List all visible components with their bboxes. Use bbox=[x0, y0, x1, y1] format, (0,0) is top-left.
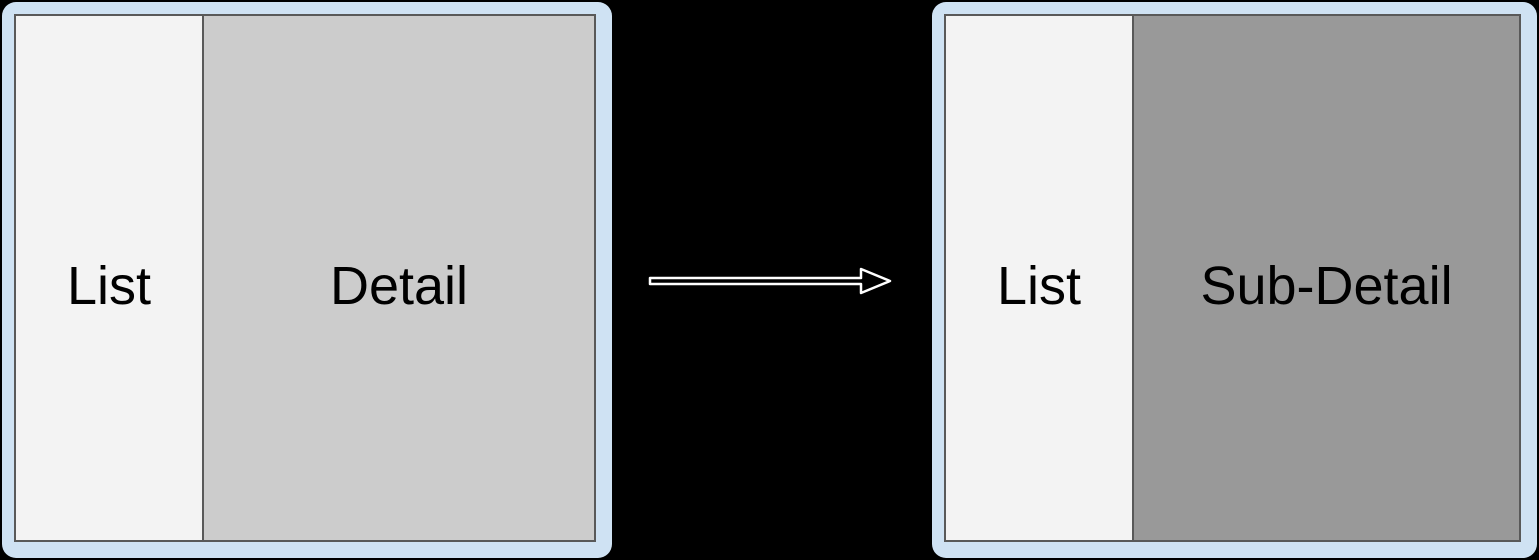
list-pane-before: List bbox=[16, 16, 204, 540]
detail-pane-before: Detail bbox=[204, 16, 594, 540]
list-pane-after: List bbox=[946, 16, 1134, 540]
panel-before-content: List Detail bbox=[14, 14, 596, 542]
transition-arrow bbox=[645, 253, 895, 309]
detail-label-before: Detail bbox=[329, 256, 469, 316]
panel-after: List Sub-Detail bbox=[932, 2, 1537, 558]
sub-detail-pane-after: Sub-Detail bbox=[1134, 16, 1519, 540]
panel-before: List Detail bbox=[2, 2, 612, 558]
list-label-after: List bbox=[996, 256, 1082, 316]
sub-detail-label-after: Sub-Detail bbox=[1200, 256, 1453, 316]
right-arrow-icon bbox=[648, 267, 892, 295]
panel-after-content: List Sub-Detail bbox=[944, 14, 1521, 542]
list-label-before: List bbox=[66, 256, 152, 316]
